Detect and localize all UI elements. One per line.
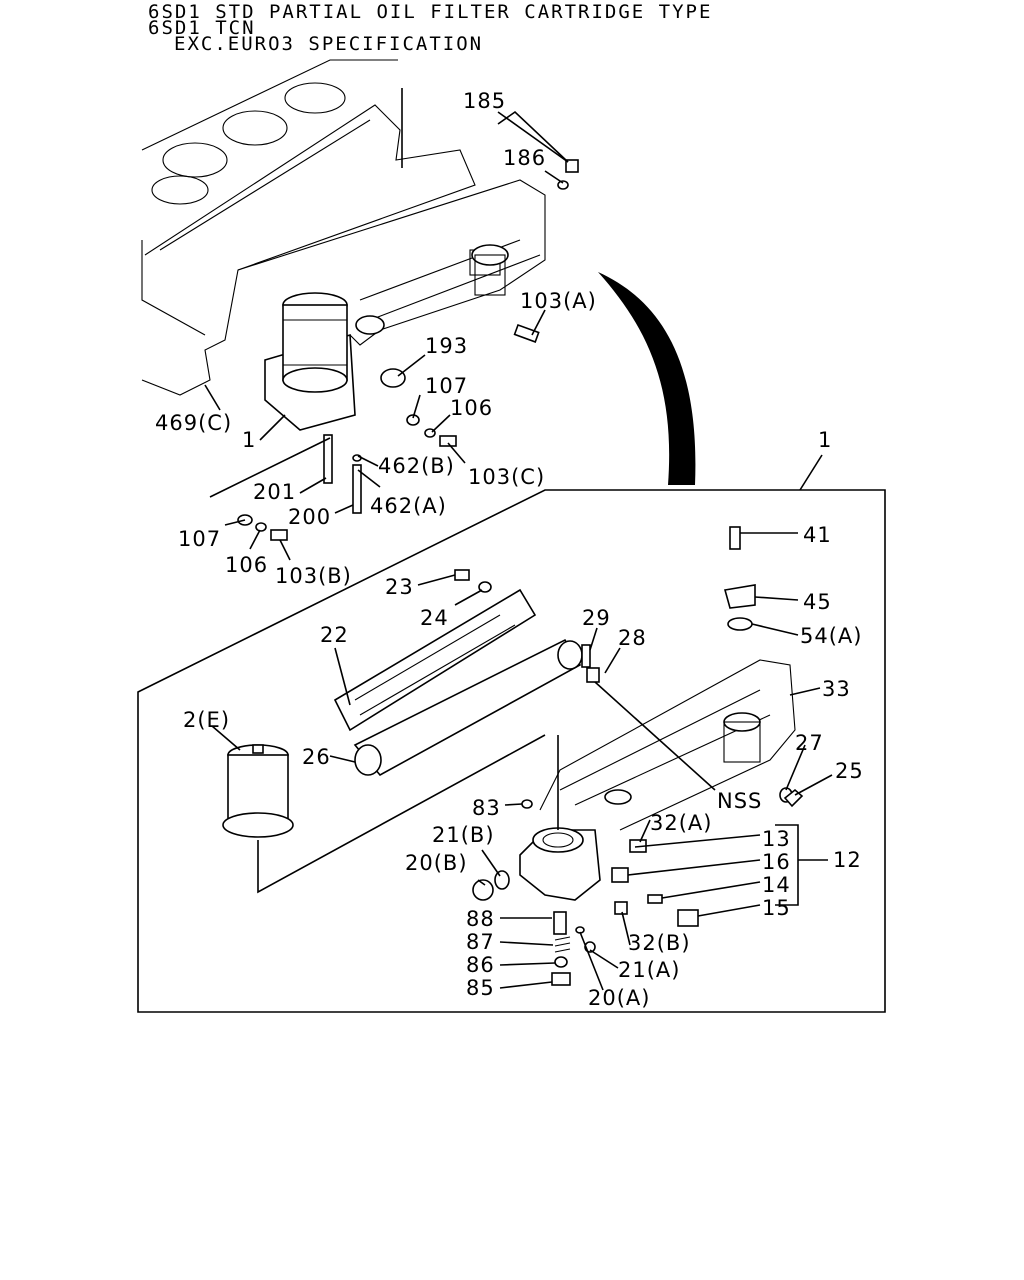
label-24: 24	[420, 606, 449, 630]
oil-cooler-assembly-upper	[237, 179, 546, 346]
label-88: 88	[466, 907, 495, 931]
detail-filter-head	[519, 735, 601, 901]
label-25: 25	[835, 759, 864, 783]
label-83: 83	[472, 796, 501, 820]
label-14: 14	[762, 873, 791, 897]
label-462b: 462(B)	[378, 454, 455, 478]
header-line-1: 6SD1 STD PARTIAL OIL FILTER CARTRIDGE TY…	[148, 1, 713, 23]
cartridge-mount-line	[257, 734, 546, 894]
label-106-top: 106	[450, 396, 493, 420]
label-469c: 469(C)	[155, 411, 232, 435]
label-20a: 20(A)	[588, 986, 650, 1010]
label-41: 41	[803, 523, 832, 547]
label-45: 45	[803, 590, 832, 614]
label-26: 26	[302, 745, 331, 769]
label-23: 23	[385, 575, 414, 599]
label-27: 27	[795, 731, 824, 755]
filter-head-upper	[264, 292, 356, 431]
label-87: 87	[466, 930, 495, 954]
label-103b: 103(B)	[275, 564, 352, 588]
label-107-top: 107	[425, 374, 468, 398]
detail-box-frame	[137, 489, 886, 1013]
label-32b: 32(B)	[628, 931, 691, 955]
label-2e: 2(E)	[183, 708, 230, 732]
label-462a: 462(A)	[370, 494, 447, 518]
header-line-3: EXC.EURO3 SPECIFICATION	[174, 33, 484, 55]
upper-leader-lines	[204, 110, 569, 561]
label-85: 85	[466, 976, 495, 1000]
label-186: 186	[503, 146, 546, 170]
label-12: 12	[833, 848, 862, 872]
label-13: 13	[762, 827, 791, 851]
label-29: 29	[582, 606, 611, 630]
detail-element-plate	[333, 588, 583, 777]
label-16: 16	[762, 850, 791, 874]
label-185: 185	[463, 89, 506, 113]
label-1-top: 1	[242, 428, 256, 452]
label-54a: 54(A)	[800, 624, 862, 648]
label-nss: NSS	[717, 789, 762, 813]
label-33: 33	[822, 677, 851, 701]
callout-labels: 185 186 103(A) 193 107 106 469(C) 1 462(…	[155, 89, 864, 1010]
detail-small-parts	[454, 526, 804, 986]
label-32a: 32(A)	[650, 811, 712, 835]
label-22: 22	[320, 623, 349, 647]
diagram-header: 6SD1 STD PARTIAL OIL FILTER CARTRIDGE TY…	[148, 1, 713, 55]
upper-small-parts	[237, 159, 579, 541]
label-200: 200	[288, 505, 331, 529]
label-15: 15	[762, 896, 791, 920]
label-103c: 103(C)	[468, 465, 545, 489]
detail-filter-cartridge	[222, 744, 294, 838]
label-28: 28	[618, 626, 647, 650]
label-86: 86	[466, 953, 495, 977]
engine-block-outline	[141, 59, 476, 396]
label-193: 193	[425, 334, 468, 358]
label-21b: 21(B)	[432, 823, 495, 847]
callout-arrow-curve	[598, 272, 696, 485]
label-1-detail: 1	[818, 428, 832, 452]
label-103a-top: 103(A)	[520, 289, 597, 313]
header-line-2: 6SD1 TCN	[148, 17, 256, 39]
label-107-bottom: 107	[178, 527, 221, 551]
label-201: 201	[253, 480, 296, 504]
label-21a: 21(A)	[618, 958, 680, 982]
label-20b: 20(B)	[405, 851, 468, 875]
label-106-bottom: 106	[225, 553, 268, 577]
detail-leader-lines	[211, 532, 833, 991]
